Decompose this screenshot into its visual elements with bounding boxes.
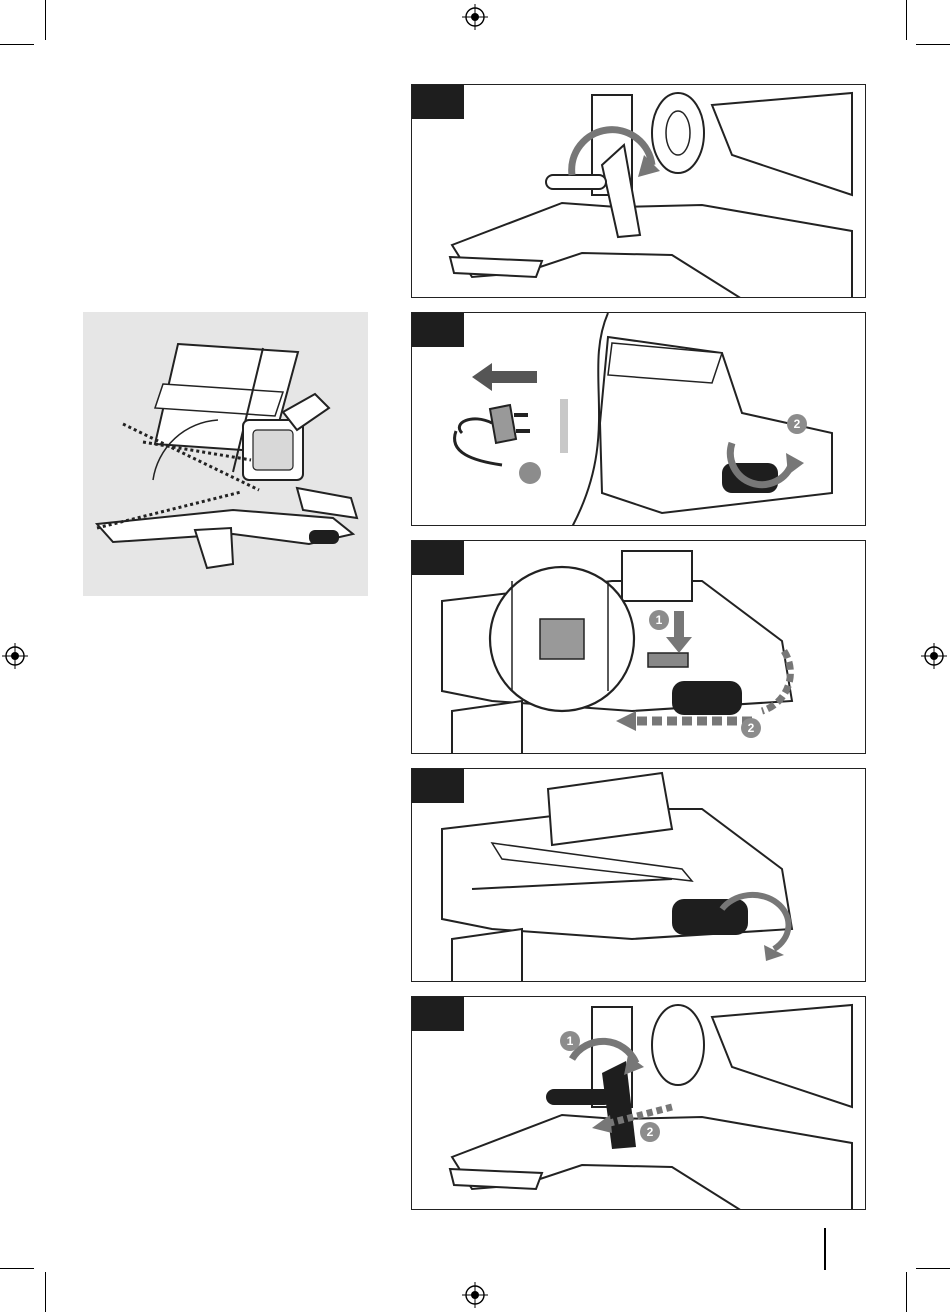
crop-mark-top-right-v: [906, 0, 907, 40]
registration-mark-icon: [2, 643, 28, 669]
registration-mark-icon: [921, 643, 947, 669]
step-panel-2: 2: [411, 312, 866, 526]
crop-mark-bottom-left-v: [45, 1272, 46, 1312]
crop-mark-top-right-h: [916, 44, 950, 45]
callout-number: 2: [794, 417, 801, 431]
overview-illustration: [83, 312, 368, 596]
power-plug-icon: [455, 405, 530, 465]
step-panel-1: [411, 84, 866, 298]
callout-number: 1: [656, 613, 663, 627]
callout-number: 1: [567, 1034, 574, 1048]
step-panel-3: 1 2: [411, 540, 866, 754]
crop-mark-bottom-left-h: [0, 1268, 34, 1269]
crop-mark-bottom-right-h: [916, 1268, 950, 1269]
crop-mark-bottom-right-v: [906, 1272, 907, 1312]
page-number-rule: [824, 1228, 826, 1270]
callout-number: 2: [647, 1125, 654, 1139]
miter-saw-overview-drawing: [83, 312, 368, 596]
step-panel-4: [411, 768, 866, 982]
registration-mark-icon: [462, 1282, 488, 1308]
crop-mark-top-left-h: [0, 44, 34, 45]
callout-number: 2: [748, 721, 755, 735]
registration-mark-icon: [462, 4, 488, 30]
arrow-left-icon: [472, 363, 537, 391]
step-panel-5: 1 2: [411, 996, 866, 1210]
crop-mark-top-left-v: [45, 0, 46, 40]
